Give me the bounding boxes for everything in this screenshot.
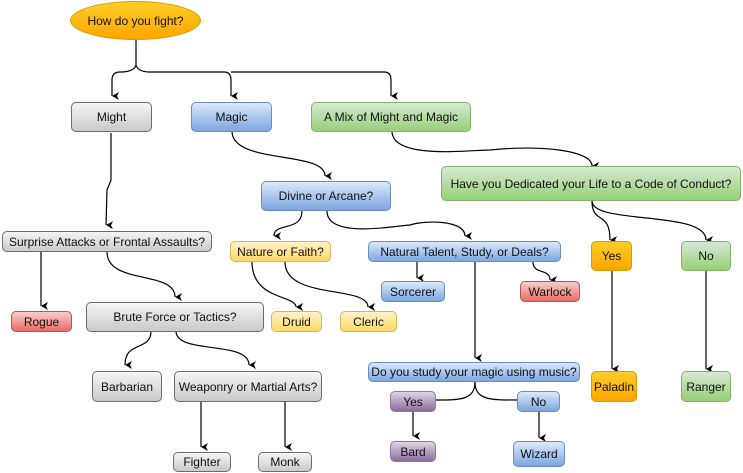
edge-surprise-brute [106, 251, 183, 301]
node-bard[interactable]: Bard [390, 441, 436, 462]
node-cleric[interactable]: Cleric [340, 311, 397, 332]
edge-brute-weaponry [175, 330, 257, 369]
node-code-yes[interactable]: Yes [591, 241, 632, 271]
node-might[interactable]: Might [71, 102, 152, 132]
node-monk[interactable]: Monk [258, 452, 312, 472]
node-ranger[interactable]: Ranger [681, 371, 731, 402]
edge-talent-warlock [532, 261, 558, 284]
edge-music-yes [435, 381, 476, 401]
edge-root-might [111, 38, 137, 100]
node-nature-or-faith[interactable]: Nature or Faith? [230, 241, 331, 262]
edge-nature-cleric [284, 261, 376, 311]
edge-root-mix [231, 71, 398, 100]
edge-code-no [591, 200, 714, 244]
edge-might-surprise [105, 133, 114, 230]
edge-mix-code [391, 130, 600, 170]
node-talent-study-deals[interactable]: Natural Talent, Study, or Deals? [368, 241, 561, 262]
edge-code-yes [591, 200, 618, 244]
edge-nature-druid [251, 261, 304, 311]
node-weaponry-or-martial[interactable]: Weaponry or Martial Arts? [174, 371, 322, 402]
node-barbarian[interactable]: Barbarian [92, 371, 162, 402]
node-druid[interactable]: Druid [271, 311, 322, 332]
edge-magic-divine [231, 130, 333, 180]
edge-music-no [474, 381, 518, 401]
edge-root-magic [135, 64, 238, 100]
node-surprise-or-frontal[interactable]: Surprise Attacks or Frontal Assaults? [2, 231, 212, 252]
node-mix-might-magic[interactable]: A Mix of Might and Magic [311, 102, 471, 132]
node-magic[interactable]: Magic [191, 102, 272, 132]
node-sorcerer[interactable]: Sorcerer [381, 281, 445, 302]
node-warlock[interactable]: Warlock [520, 281, 580, 302]
node-code-no[interactable]: No [681, 241, 731, 271]
node-divine-or-arcane[interactable]: Divine or Arcane? [261, 181, 391, 211]
node-wizard[interactable]: Wizard [513, 441, 565, 467]
node-fighter[interactable]: Fighter [173, 452, 231, 472]
node-music-no[interactable]: No [517, 391, 560, 412]
node-brute-or-tactics[interactable]: Brute Force or Tactics? [86, 302, 264, 332]
edge-divine-nature [273, 210, 303, 241]
edge-divine-talent [326, 210, 473, 240]
edge-brute-barbarian [124, 330, 152, 370]
node-paladin[interactable]: Paladin [591, 371, 637, 402]
start-node-how-do-you-fight[interactable]: How do you fight? [70, 1, 201, 40]
node-rogue[interactable]: Rogue [11, 311, 72, 332]
node-code-of-conduct[interactable]: Have you Dedicated your Life to a Code o… [441, 166, 741, 201]
node-study-music[interactable]: Do you study your magic using music? [368, 362, 580, 382]
node-music-yes[interactable]: Yes [390, 391, 436, 412]
